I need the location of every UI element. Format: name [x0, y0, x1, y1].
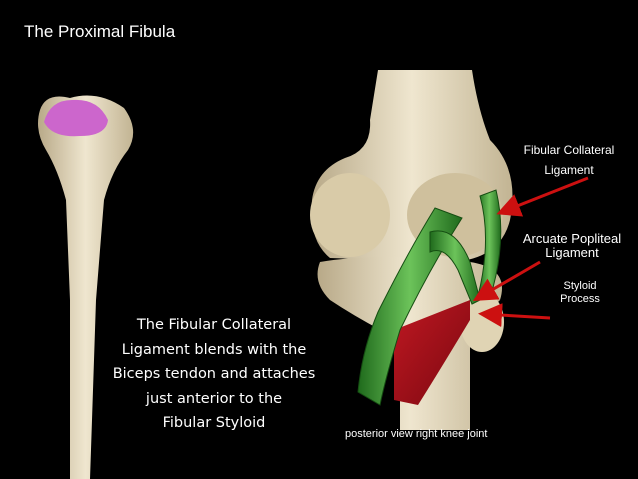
fibular-head-highlight — [44, 99, 108, 137]
styloid-pointer-arrow — [478, 303, 551, 328]
view-caption: posterior view right knee joint — [345, 428, 488, 440]
arcuate-pointer-arrow — [472, 260, 541, 302]
label-line: Fibular Collateral — [523, 143, 615, 157]
label-line: Ligament — [544, 163, 594, 177]
label-line: Styloid — [563, 280, 597, 292]
biceps-band-ligament — [357, 207, 463, 406]
label-line: Process — [560, 293, 600, 305]
arcuate-popliteal-ligament-shape — [429, 230, 481, 305]
description-text: The Fibular Collateral Ligament blends w… — [88, 313, 340, 436]
description-line: just anterior to the — [145, 390, 283, 407]
fibula-bone — [38, 95, 134, 479]
femur-bone — [310, 70, 513, 262]
styloid-process-label: Styloid Process — [545, 280, 615, 306]
fibular-collateral-ligament-label: Fibular Collateral Ligament — [505, 140, 633, 180]
description-line: Fibular Styloid — [162, 415, 266, 431]
arcuate-popliteal-ligament-label: Arcuate Popliteal Ligament — [508, 232, 636, 260]
biceps-femoris-tendon — [394, 300, 470, 405]
label-line: Arcuate Popliteal — [522, 231, 622, 246]
fcl-pointer-arrow — [496, 176, 589, 217]
description-line: The Fibular Collateral — [136, 317, 292, 333]
label-line: Ligament — [545, 245, 599, 260]
page-title: The Proximal Fibula — [24, 22, 176, 41]
description-line: Biceps tendon and attaches — [112, 366, 316, 382]
description-line: Ligament blends with the — [121, 341, 307, 358]
